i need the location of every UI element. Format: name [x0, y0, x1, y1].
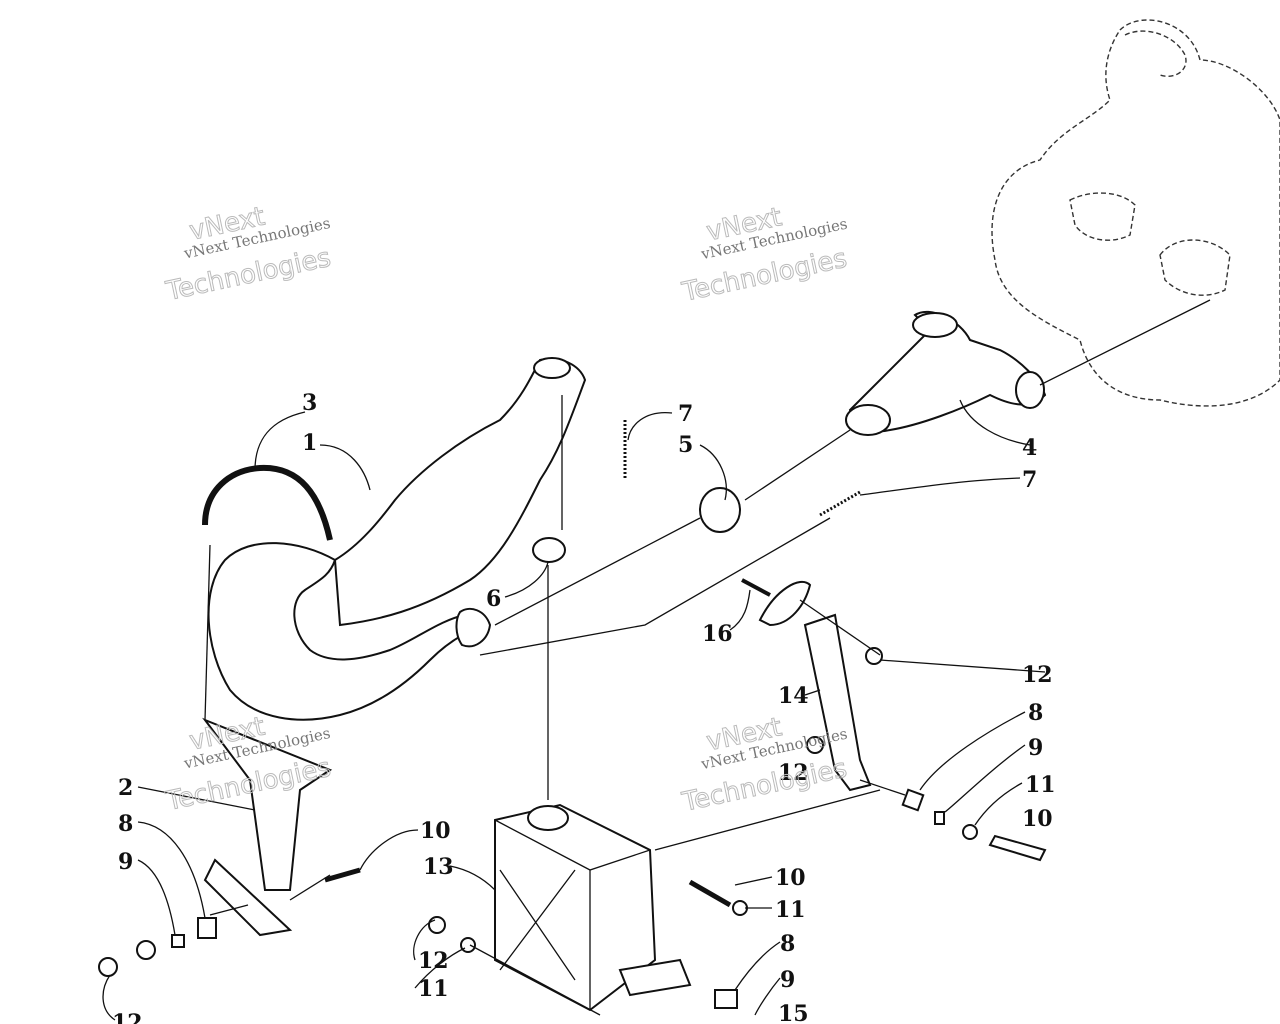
- callout-8-left: 8: [118, 811, 133, 837]
- callout-7-right: 7: [1022, 467, 1037, 493]
- callout-12-arm: 12: [778, 760, 809, 786]
- grommet-part-6: [532, 537, 566, 563]
- callout-10-middle: 10: [775, 865, 806, 891]
- silencer-box-part-13: [494, 803, 692, 1012]
- callout-2: 2: [118, 775, 133, 801]
- callout-8-box: 8: [780, 931, 795, 957]
- callout-12-bottom-left: 12: [112, 1010, 143, 1024]
- bracket-plate-lower-left: [203, 858, 293, 937]
- callout-12-right: 12: [1022, 662, 1053, 688]
- callout-11-box: 11: [418, 976, 449, 1002]
- watermark-top-center: vNext vNext Technologies Technologies: [678, 202, 850, 309]
- callout-3: 3: [302, 390, 317, 416]
- leader-lines: [204, 299, 1211, 1016]
- callout-11-middle: 11: [775, 897, 806, 923]
- callout-14: 14: [778, 683, 809, 709]
- support-arm-part-14: [803, 613, 872, 792]
- seal-ring-part-5: [699, 487, 741, 533]
- callout-10-left: 10: [420, 818, 451, 844]
- callout-11-right: 11: [1025, 772, 1056, 798]
- callout-8-right: 8: [1028, 700, 1043, 726]
- callout-12-box: 12: [418, 948, 449, 974]
- callout-labels: 3 1 7 5 4 7 6 16 12 14 8 9 11 10 12 2 8 …: [112, 390, 1056, 1024]
- callout-7-upper: 7: [678, 401, 693, 427]
- callout-10-right: 10: [1022, 806, 1053, 832]
- callout-5: 5: [678, 432, 693, 458]
- callout-1: 1: [302, 430, 317, 456]
- watermark-top-left: vNext vNext Technologies Technologies: [162, 201, 334, 307]
- spring-part-7-right: [819, 490, 861, 517]
- engine-outline: [991, 19, 1280, 407]
- callout-16: 16: [702, 621, 733, 647]
- callout-leaders: [102, 399, 1046, 1021]
- callout-6: 6: [486, 586, 501, 612]
- callout-13: 13: [423, 854, 454, 880]
- plate-part-16: [758, 580, 812, 627]
- callout-15: 15: [778, 1001, 809, 1024]
- callout-9-right: 9: [1028, 735, 1043, 761]
- hanger-part-3: [202, 464, 333, 541]
- bracket-part-2: [202, 717, 333, 891]
- callout-9-left: 9: [118, 849, 133, 875]
- callout-9-box: 9: [780, 967, 795, 993]
- manifold-part-4: [845, 310, 1047, 436]
- muffler-part-1: [207, 357, 587, 721]
- callout-4: 4: [1022, 435, 1037, 461]
